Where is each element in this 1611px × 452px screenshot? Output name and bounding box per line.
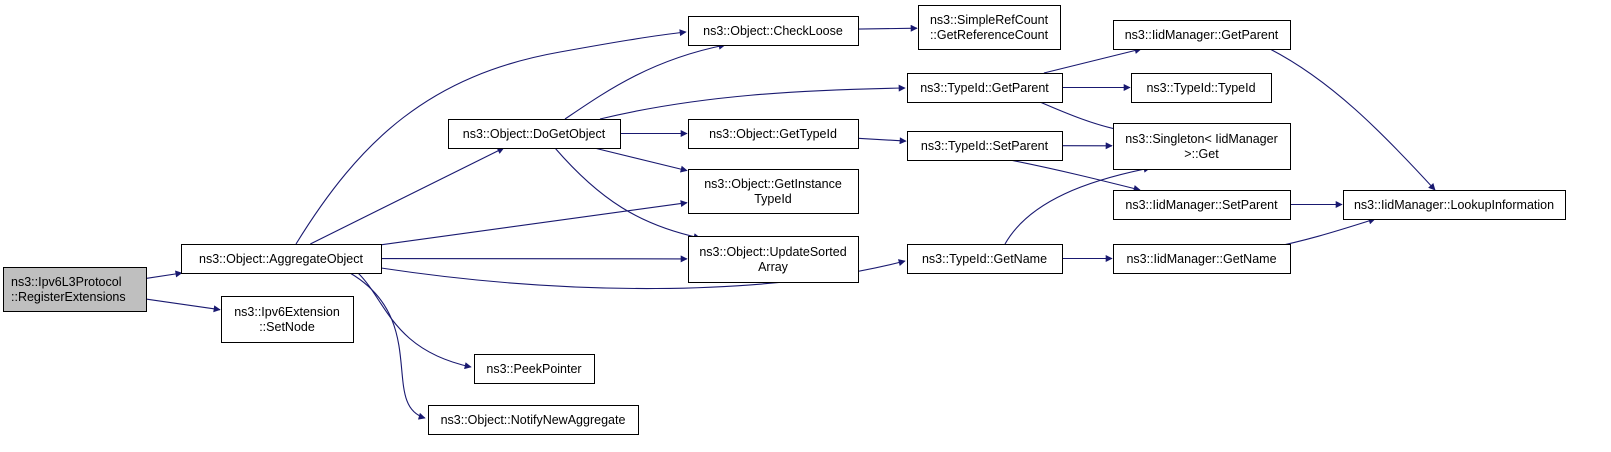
node-box bbox=[221, 296, 354, 343]
node-label: ns3::Ipv6Extension bbox=[234, 305, 340, 319]
edge-register_extensions-to-aggregate_object bbox=[145, 270, 183, 279]
node-label: ns3::Ipv6L3Protocol bbox=[11, 275, 122, 289]
edge-register_extensions-to-set_node bbox=[145, 298, 221, 313]
node-box bbox=[688, 16, 859, 46]
node-box bbox=[688, 169, 859, 214]
node-label: ns3::TypeId::GetName bbox=[922, 252, 1047, 266]
node-box bbox=[1113, 20, 1291, 50]
node-box bbox=[918, 5, 1061, 50]
node-aggregate-object[interactable]: ns3::Object::AggregateObject bbox=[181, 244, 382, 274]
node-label: ns3::Object::AggregateObject bbox=[199, 252, 364, 266]
edge-aggregate_object-to-notify_new_aggregate bbox=[349, 272, 426, 420]
node-label: ns3::TypeId::SetParent bbox=[921, 139, 1049, 153]
edge-get_type_id-to-typeid_set_parent bbox=[857, 137, 907, 145]
node-box bbox=[1131, 73, 1272, 103]
edge-aggregate_object-to-get_instance_type_id bbox=[380, 200, 688, 246]
node-box bbox=[181, 244, 382, 274]
edge-typeid_get_parent-to-iidmanager_get_parent bbox=[1043, 47, 1142, 74]
node-label: Array bbox=[758, 260, 789, 274]
node-typeid-typeid[interactable]: ns3::TypeId::TypeId bbox=[1131, 73, 1272, 103]
node-layer: ns3::Ipv6L3Protocol::RegisterExtensionsn… bbox=[3, 5, 1566, 435]
node-label: >::Get bbox=[1184, 147, 1219, 161]
node-label: ns3::Singleton< IidManager bbox=[1125, 132, 1278, 146]
node-label: ns3::IidManager::GetParent bbox=[1125, 28, 1279, 42]
node-box bbox=[907, 244, 1063, 274]
node-label: ns3::Object::CheckLoose bbox=[703, 24, 843, 38]
node-box bbox=[1343, 190, 1566, 220]
node-label: ns3::PeekPointer bbox=[486, 362, 581, 376]
node-iidmanager-get-parent[interactable]: ns3::IidManager::GetParent bbox=[1113, 20, 1291, 50]
edge-aggregate_object-to-peek_pointer bbox=[357, 272, 472, 370]
node-label: ns3::IidManager::LookupInformation bbox=[1354, 198, 1554, 212]
edge-typeid_get_name-to-singleton_get bbox=[1004, 165, 1151, 245]
edge-do_get_object-to-update_sorted_array bbox=[554, 147, 701, 241]
node-label: ::RegisterExtensions bbox=[11, 290, 126, 304]
edge-do_get_object-to-get_instance_type_id bbox=[594, 147, 688, 173]
node-get-reference-count[interactable]: ns3::SimpleRefCount::GetReferenceCount bbox=[918, 5, 1061, 50]
node-label: ns3::Object::GetInstance bbox=[704, 177, 842, 191]
node-get-type-id[interactable]: ns3::Object::GetTypeId bbox=[688, 119, 859, 149]
node-box bbox=[907, 131, 1063, 161]
node-do-get-object[interactable]: ns3::Object::DoGetObject bbox=[448, 119, 621, 149]
edge-iidmanager_get_parent-to-iidmanager_lookup_information bbox=[1269, 48, 1436, 191]
node-label: ns3::TypeId::TypeId bbox=[1146, 81, 1255, 95]
node-box bbox=[448, 119, 621, 149]
node-register-extensions[interactable]: ns3::Ipv6L3Protocol::RegisterExtensions bbox=[3, 267, 147, 312]
edge-do_get_object-to-typeid_get_parent bbox=[599, 84, 906, 120]
node-typeid-get-parent[interactable]: ns3::TypeId::GetParent bbox=[907, 73, 1063, 103]
node-label: ns3::SimpleRefCount bbox=[930, 13, 1049, 27]
edge-do_get_object-to-check_loose bbox=[564, 42, 726, 120]
node-box bbox=[688, 236, 859, 283]
node-label: ns3::IidManager::SetParent bbox=[1125, 198, 1278, 212]
node-box bbox=[688, 119, 859, 149]
node-label: ns3::Object::NotifyNewAggregate bbox=[441, 413, 626, 427]
node-box bbox=[1113, 123, 1291, 170]
edge-aggregate_object-to-check_loose bbox=[295, 29, 687, 245]
node-label: ::GetReferenceCount bbox=[930, 28, 1049, 42]
node-iidmanager-get-name[interactable]: ns3::IidManager::GetName bbox=[1113, 244, 1291, 274]
node-box bbox=[1113, 244, 1291, 274]
node-box bbox=[1113, 190, 1291, 220]
node-label: TypeId bbox=[754, 192, 792, 206]
node-box bbox=[3, 267, 147, 312]
edge-layer bbox=[145, 24, 1436, 420]
node-box bbox=[428, 405, 639, 435]
node-label: ::SetNode bbox=[259, 320, 315, 334]
node-set-node[interactable]: ns3::Ipv6Extension::SetNode bbox=[221, 296, 354, 343]
node-typeid-set-parent[interactable]: ns3::TypeId::SetParent bbox=[907, 131, 1063, 161]
node-label: ns3::Object::UpdateSorted bbox=[699, 245, 846, 259]
node-typeid-get-name[interactable]: ns3::TypeId::GetName bbox=[907, 244, 1063, 274]
node-singleton-get[interactable]: ns3::Singleton< IidManager >::Get bbox=[1113, 123, 1291, 170]
edge-typeid_set_parent-to-iidmanager_set_parent bbox=[1009, 159, 1141, 192]
node-check-loose[interactable]: ns3::Object::CheckLoose bbox=[688, 16, 859, 46]
node-label: ns3::IidManager::GetName bbox=[1126, 252, 1276, 266]
node-box bbox=[907, 73, 1063, 103]
node-notify-new-aggregate[interactable]: ns3::Object::NotifyNewAggregate bbox=[428, 405, 639, 435]
node-box bbox=[474, 354, 595, 384]
node-label: ns3::TypeId::GetParent bbox=[920, 81, 1049, 95]
node-label: ns3::Object::GetTypeId bbox=[709, 127, 837, 141]
node-label: ns3::Object::DoGetObject bbox=[463, 127, 606, 141]
node-iidmanager-lookup-information[interactable]: ns3::IidManager::LookupInformation bbox=[1343, 190, 1566, 220]
node-peek-pointer[interactable]: ns3::PeekPointer bbox=[474, 354, 595, 384]
edge-check_loose-to-get_reference_count bbox=[857, 24, 918, 32]
edge-aggregate_object-to-do_get_object bbox=[310, 147, 505, 245]
edge-typeid_get_parent-to-singleton_get bbox=[1039, 101, 1121, 133]
node-iidmanager-set-parent[interactable]: ns3::IidManager::SetParent bbox=[1113, 190, 1291, 220]
